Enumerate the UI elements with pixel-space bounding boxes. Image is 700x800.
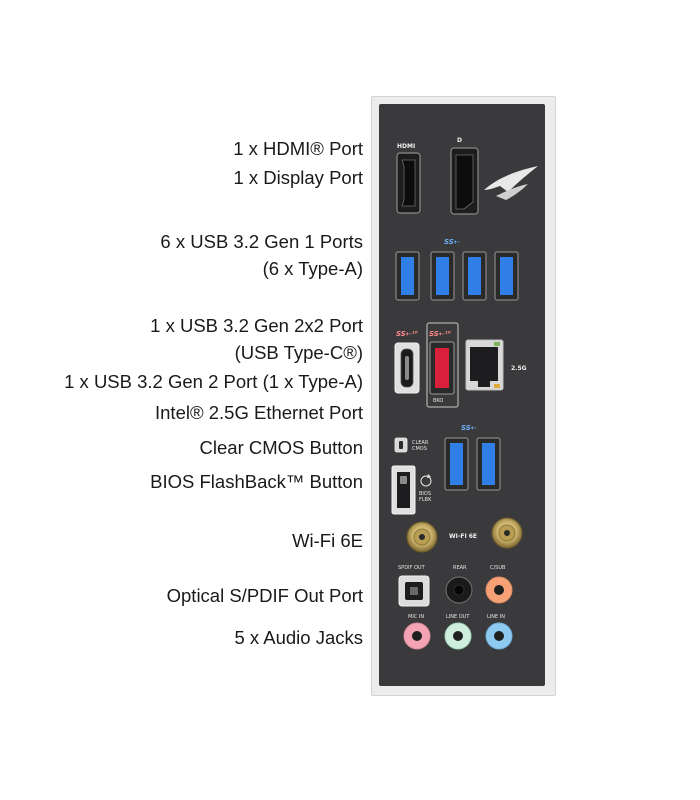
wifi-antenna-connector-1[interactable] <box>406 521 438 553</box>
hdmi-label: 1 x HDMI® Port <box>233 138 363 159</box>
usb-gen1-port-4[interactable] <box>494 251 519 301</box>
rog-logo-icon <box>484 166 538 200</box>
lineout-text: LINE OUT <box>446 614 470 620</box>
ethernet-label: Intel® 2.5G Ethernet Port <box>155 402 363 423</box>
line-out-audio-jack[interactable] <box>444 622 472 650</box>
mic-in-audio-jack[interactable] <box>403 622 431 650</box>
line-in-audio-jack[interactable] <box>485 622 513 650</box>
usb-gen2x2-label: 1 x USB 3.2 Gen 2x2 Port <box>150 315 363 336</box>
rear-audio-jack[interactable] <box>445 576 473 604</box>
usb-gen1-label: 6 x USB 3.2 Gen 1 Ports <box>160 231 363 252</box>
usb-gen1-port-6[interactable] <box>476 437 501 491</box>
bios-text-1: BIOS <box>419 491 431 497</box>
clear-cmos-text-1: CLEAR <box>412 440 429 446</box>
spdif-label: Optical S/PDIF Out Port <box>166 585 363 606</box>
displayport-label: 1 x Display Port <box>233 167 363 188</box>
usb-gen2x2-type-label: (USB Type-C®) <box>234 342 363 363</box>
bios-flashback-button[interactable] <box>391 465 416 515</box>
usb-gen2-logo: SS⇠¹⁰ <box>429 330 451 338</box>
usb-gen1-port-2[interactable] <box>430 251 455 301</box>
usb-gen1-type-label: (6 x Type-A) <box>262 258 363 279</box>
usb-gen1-port-3[interactable] <box>462 251 487 301</box>
wifi-text: WI-FI 6E <box>449 533 477 540</box>
clear-cmos-button[interactable] <box>394 437 408 453</box>
ethernet-port[interactable] <box>465 339 504 391</box>
ethernet-text: 2.5G <box>511 365 527 372</box>
clear-cmos-label: Clear CMOS Button <box>199 437 363 458</box>
hdmi-port[interactable] <box>396 152 421 214</box>
csub-text: C/SUB <box>490 565 506 571</box>
usb-gen1-port-1[interactable] <box>395 251 420 301</box>
displayport-port[interactable] <box>450 147 479 215</box>
spdif-out-port[interactable] <box>398 575 430 607</box>
audio-jacks-label: 5 x Audio Jacks <box>234 627 363 648</box>
hdmi-port-text: HDMI <box>397 143 415 150</box>
clear-cmos-text-2: CMOS <box>412 446 427 452</box>
displayport-symbol: D <box>457 137 462 144</box>
usb-gen2-frame <box>426 322 459 408</box>
refresh-icon <box>420 474 432 487</box>
bios-text-2: FLBK <box>419 497 432 503</box>
bios-flashback-label: BIOS FlashBack™ Button <box>150 471 363 492</box>
usb-gen1-lower-logo: SS⇠ <box>461 424 477 432</box>
linein-text: LINE IN <box>487 614 505 620</box>
csub-audio-jack[interactable] <box>485 576 513 604</box>
bko-text: BKO <box>433 398 443 404</box>
wifi-label: Wi-Fi 6E <box>292 530 363 551</box>
usb-c-logo: SS⇠¹⁰ <box>396 330 418 338</box>
usb-gen2-port[interactable] <box>429 341 455 395</box>
spdif-text: SPDIF OUT <box>398 565 426 571</box>
usb-gen1-logo: SS⇠ <box>444 238 460 246</box>
usb-gen1-port-5[interactable] <box>444 437 469 491</box>
micin-text: MIC IN <box>408 614 424 620</box>
wifi-antenna-connector-2[interactable] <box>491 517 523 549</box>
usb-c-port[interactable] <box>394 342 420 394</box>
usb-gen2-label: 1 x USB 3.2 Gen 2 Port (1 x Type-A) <box>64 371 363 392</box>
rear-text: REAR <box>453 565 467 571</box>
